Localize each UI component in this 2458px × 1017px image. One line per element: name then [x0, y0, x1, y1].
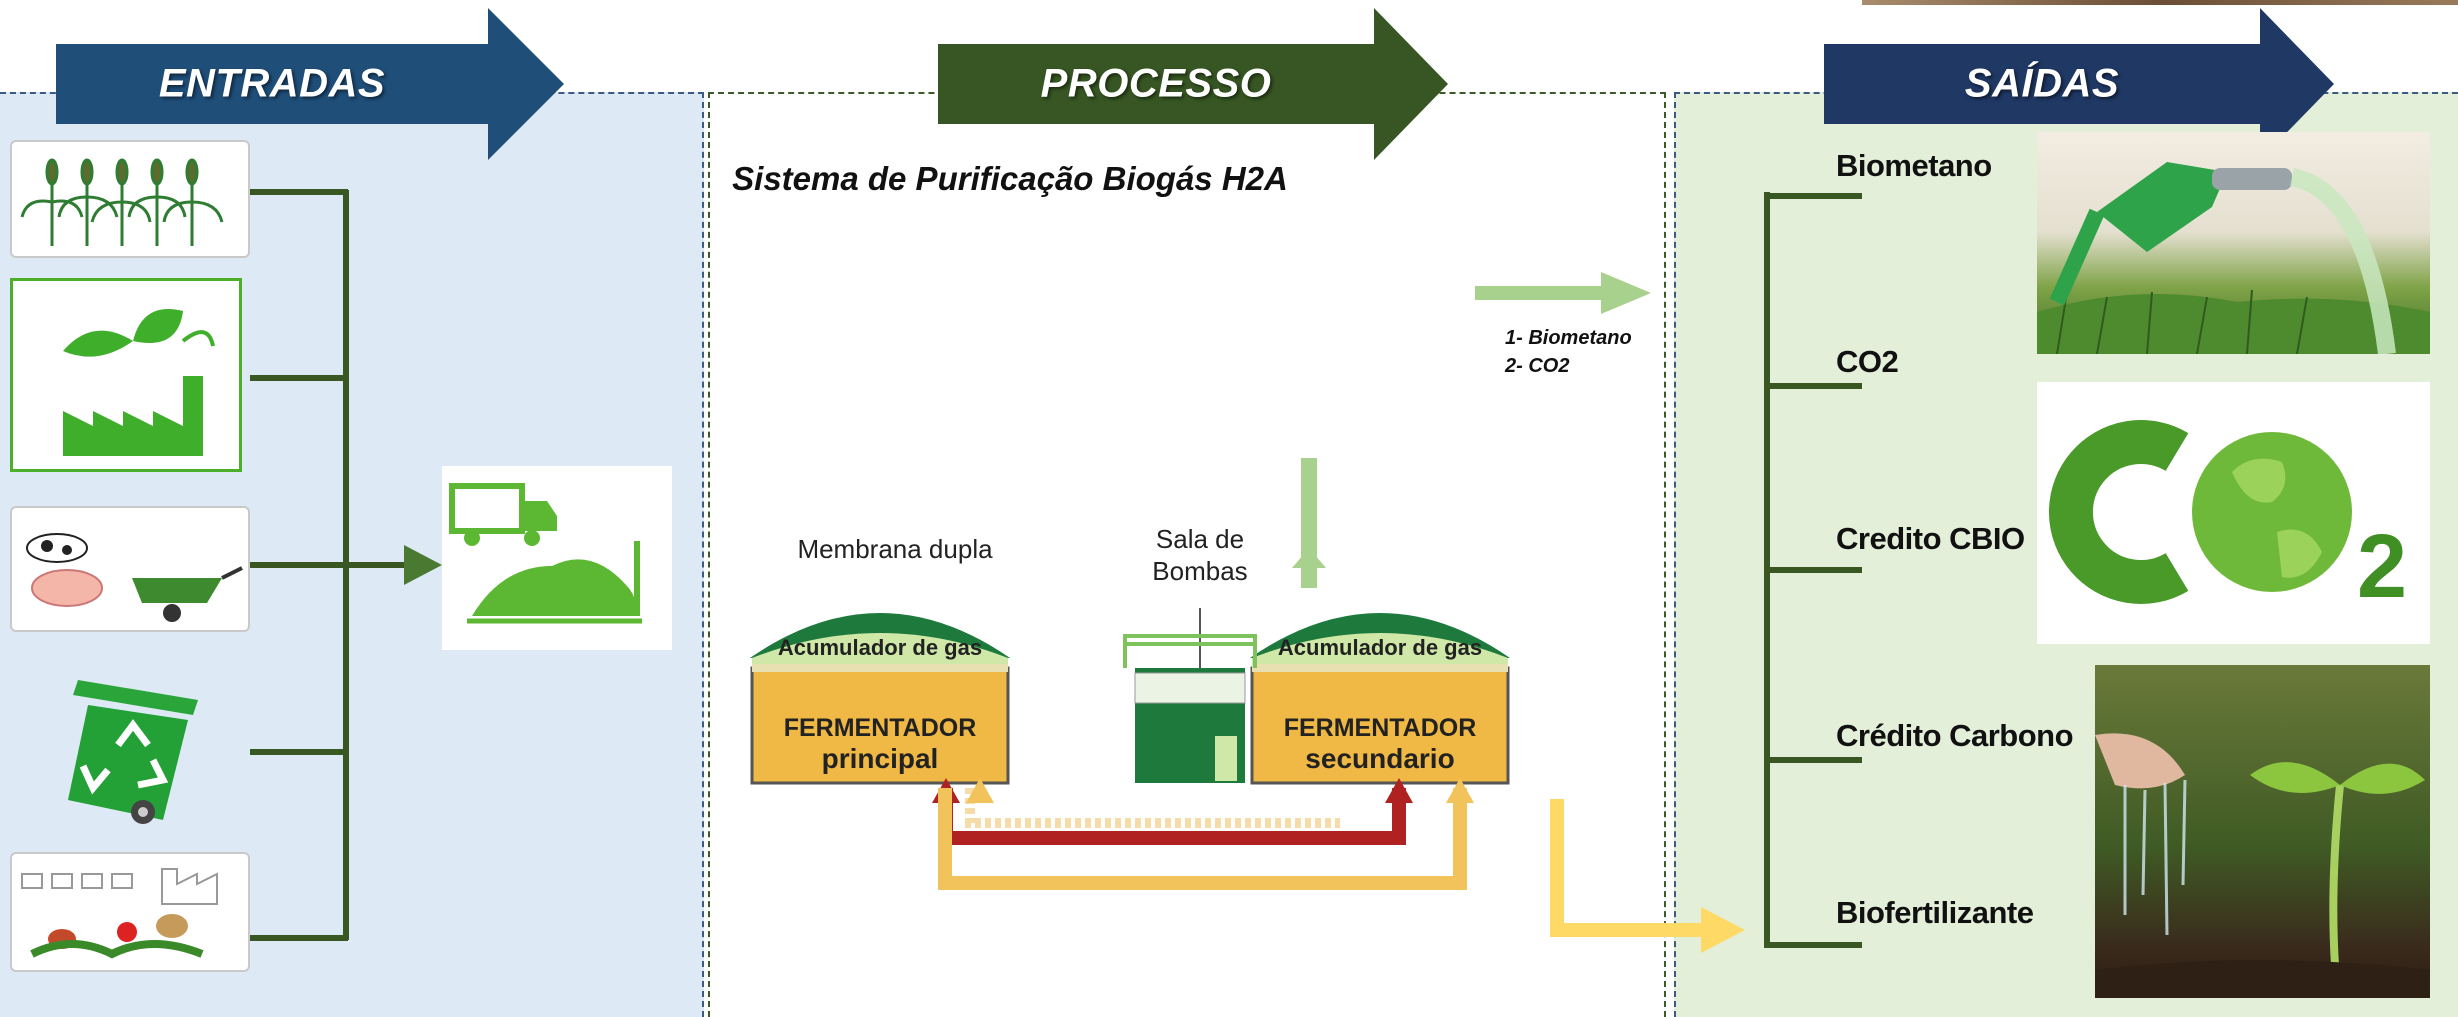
fermenter-1-line2: principal: [822, 743, 939, 774]
fuel-nozzle-image: [2037, 132, 2430, 356]
biofertilizer-arrow: [1550, 799, 1745, 953]
output-label-credito-carbono: Crédito Carbono: [1836, 718, 2074, 753]
entradas-title: ENTRADAS: [158, 61, 386, 106]
biogas-plant-diagram: Membrana dupla Sala de Bombas Acumulador…: [740, 458, 1664, 908]
saidas-header-arrow: SAÍDAS: [1824, 4, 2336, 162]
waste-truck-compost-icon: [442, 466, 672, 650]
green-factory-icon: [10, 278, 242, 472]
process-title: Sistema de Purificação Biogás H2A: [732, 160, 1288, 197]
processo-arrow-shape: [938, 8, 1448, 160]
recycle-bin-icon: [48, 660, 218, 830]
pump-room-label-2: Bombas: [1152, 556, 1247, 586]
processo-header-arrow: PROCESSO: [938, 4, 1450, 162]
biometano-output-arrow: [1475, 272, 1651, 314]
accumulator-label-2: Acumulador de gas: [1278, 635, 1482, 660]
photo-strip: [1862, 0, 2458, 5]
livestock-wheelbarrow-icon: [10, 506, 250, 632]
output-label-credito-cbio: Credito CBIO: [1836, 521, 2025, 556]
legend-item-2: 2- CO2: [1505, 355, 1570, 377]
membrane-label: Membrana dupla: [797, 534, 993, 564]
entradas-arrow-shape: [56, 8, 564, 160]
svg-text:2: 2: [2357, 517, 2407, 617]
inputs-bracket: [250, 189, 442, 941]
output-label-biofertilizante: Biofertilizante: [1836, 895, 2034, 930]
fermenter-2-line1: FERMENTADOR: [1284, 714, 1477, 742]
corn-crop-icon: [10, 140, 250, 258]
legend-item-1: 1- Biometano: [1505, 327, 1632, 349]
pump-room-label-1: Sala de: [1156, 524, 1244, 554]
outputs-bracket: [1764, 192, 1862, 948]
output-label-biometano: Biometano: [1836, 148, 1992, 183]
output-label-co2: CO2: [1836, 344, 1899, 379]
seedling-watering-image: [2095, 665, 2430, 998]
processo-title: PROCESSO: [1040, 61, 1272, 106]
saidas-title: SAÍDAS: [1964, 61, 2120, 106]
fermenter-1-line1: FERMENTADOR: [784, 714, 977, 742]
entradas-header-arrow: ENTRADAS: [56, 4, 566, 162]
food-waste-icon: [10, 852, 250, 972]
accumulator-label-1: Acumulador de gas: [778, 635, 982, 660]
saidas-arrow-shape: [1824, 8, 2334, 160]
fermenter-2-line2: secundario: [1305, 743, 1454, 774]
co2-globe-image: 2: [2037, 382, 2430, 644]
